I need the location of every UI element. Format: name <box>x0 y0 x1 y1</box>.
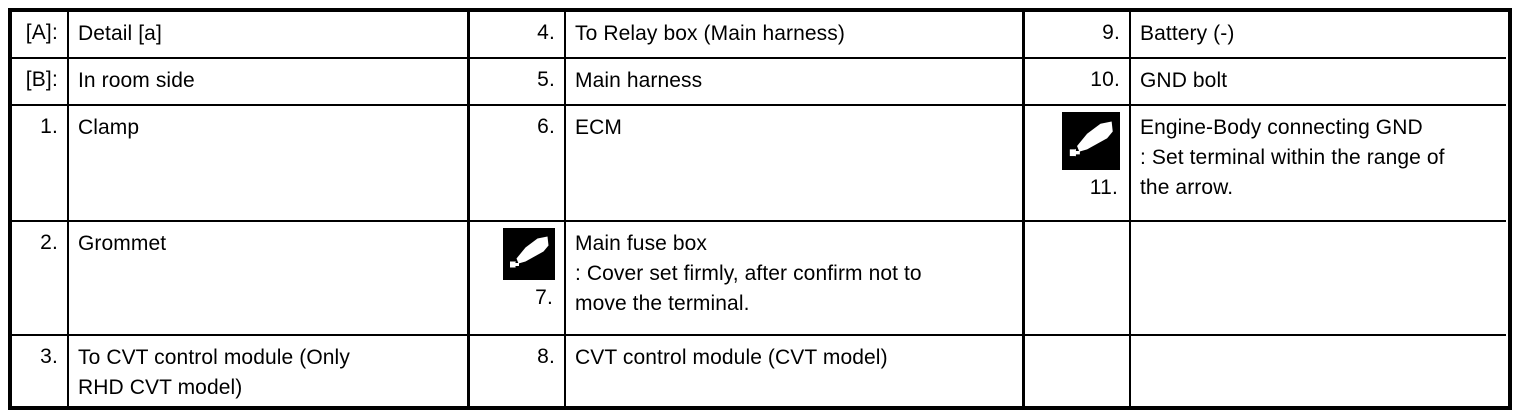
row-description-cell <box>1131 222 1506 334</box>
row-key-label: 10. <box>1090 68 1120 91</box>
table-row: 1. Clamp <box>12 106 467 222</box>
legend-column-2: 4. To Relay box (Main harness) 5. Main h… <box>467 12 1022 406</box>
row-description-cell: Clamp <box>78 116 140 139</box>
table-row: 11. Engine-Body connecting GND : Set ter… <box>1025 106 1506 222</box>
component-legend-table: [A]: Detail [a] [B]: In room side 1. Cla… <box>8 8 1512 410</box>
row-key-label: 11. <box>1089 176 1118 199</box>
row-description-cell: Grommet <box>78 232 167 255</box>
row-description-cell: Main fuse box : Cover set firmly, after … <box>575 232 922 315</box>
table-row: [B]: In room side <box>12 59 467 106</box>
row-key-label: [A]: <box>25 21 58 44</box>
row-key-cell: 5. <box>470 59 566 104</box>
row-key-cell: 11. <box>1025 106 1131 220</box>
row-key-cell: 4. <box>470 12 566 57</box>
table-row <box>1025 336 1506 406</box>
row-key-label: 7. <box>535 286 553 309</box>
table-row: 3. To CVT control module (Only RHD CVT m… <box>12 336 467 406</box>
row-key-cell: 7. <box>470 222 566 334</box>
row-key-cell <box>1025 336 1131 406</box>
arrow-range-icon <box>503 228 555 280</box>
row-key-cell: 2. <box>12 222 69 334</box>
row-key-label: 9. <box>1102 21 1120 44</box>
row-description-cell: CVT control module (CVT model) <box>575 346 888 369</box>
row-description-cell: GND bolt <box>1140 69 1228 92</box>
table-row: 7. Main fuse box : Cover set firmly, aft… <box>470 222 1022 336</box>
row-description-cell: To CVT control module (Only RHD CVT mode… <box>78 346 350 399</box>
table-row: 6. ECM <box>470 106 1022 222</box>
row-key-cell <box>1025 222 1131 334</box>
row-description-cell: In room side <box>78 69 195 92</box>
legend-column-3: 9. Battery (-) 10. GND bolt 11 <box>1022 12 1506 406</box>
row-key-label: 5. <box>537 68 555 91</box>
row-key-label: [B]: <box>25 68 58 91</box>
table-row: [A]: Detail [a] <box>12 12 467 59</box>
table-row: 2. Grommet <box>12 222 467 336</box>
row-key-cell: [A]: <box>12 12 69 57</box>
row-key-label: 4. <box>537 21 555 44</box>
row-key-cell: [B]: <box>12 59 69 104</box>
row-description-cell: Detail [a] <box>78 22 162 45</box>
row-key-label: 1. <box>40 115 58 138</box>
row-description-cell: Battery (-) <box>1140 22 1235 45</box>
table-row: 4. To Relay box (Main harness) <box>470 12 1022 59</box>
arrow-range-icon <box>1062 112 1120 170</box>
row-description-cell: ECM <box>575 116 622 139</box>
table-row: 10. GND bolt <box>1025 59 1506 106</box>
row-description-cell: Main harness <box>575 69 703 92</box>
table-row: 5. Main harness <box>470 59 1022 106</box>
row-key-label: 2. <box>40 231 58 254</box>
row-key-cell: 8. <box>470 336 566 406</box>
row-description-cell: To Relay box (Main harness) <box>575 22 845 45</box>
row-key-cell: 6. <box>470 106 566 220</box>
row-key-label: 8. <box>537 345 555 368</box>
row-key-label: 3. <box>40 345 58 368</box>
row-key-cell: 10. <box>1025 59 1131 104</box>
row-key-cell: 1. <box>12 106 69 220</box>
row-description-cell: Engine-Body connecting GND : Set termina… <box>1140 116 1445 199</box>
row-description-cell <box>1131 336 1506 406</box>
table-row: 8. CVT control module (CVT model) <box>470 336 1022 406</box>
row-key-label: 6. <box>537 115 555 138</box>
row-key-cell: 9. <box>1025 12 1131 57</box>
table-row: 9. Battery (-) <box>1025 12 1506 59</box>
legend-column-1: [A]: Detail [a] [B]: In room side 1. Cla… <box>12 12 467 406</box>
row-key-cell: 3. <box>12 336 69 406</box>
table-row <box>1025 222 1506 336</box>
